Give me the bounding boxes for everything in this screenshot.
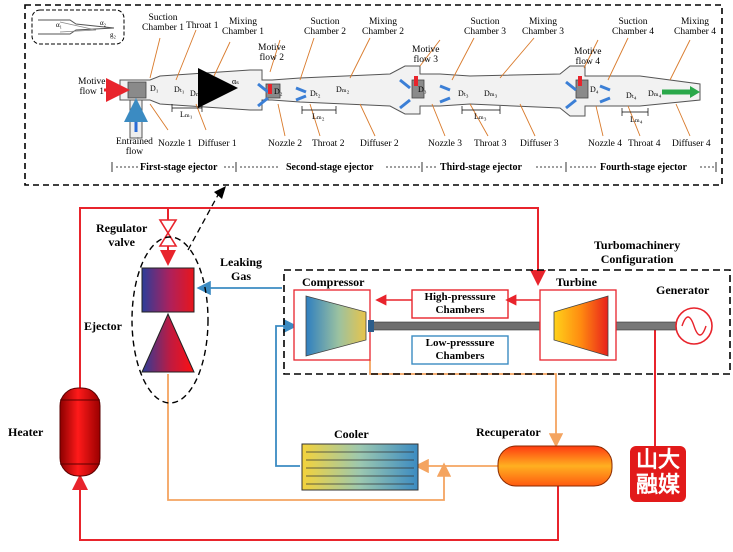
- label-suction-chamber-4: Suction Chamber 4: [612, 17, 654, 37]
- dim-alpha-1: α₁: [56, 21, 63, 29]
- label-motive-flow-3: Motive flow 3: [412, 45, 440, 65]
- inset-frame: [31, 9, 125, 45]
- stage-first: First-stage ejector: [140, 162, 218, 173]
- label-high-pressure-chambers: High-presssure Chambers: [424, 291, 496, 317]
- dim-lm1: Lₘ₁: [180, 110, 193, 119]
- dim-d2: D₂: [274, 87, 283, 96]
- dim-d4: D₄: [590, 85, 599, 94]
- dim-dm1: Dₘ₁: [190, 89, 204, 98]
- label-suction-chamber-3: Suction Chamber 3: [464, 17, 506, 37]
- dim-dm2: Dₘ₂: [336, 85, 350, 94]
- label-mixing-chamber-4: Mixing Chamber 4: [674, 17, 716, 37]
- stage-fourth: Fourth-stage ejector: [600, 162, 687, 173]
- dim-lm2: Lₘ₂: [312, 112, 325, 121]
- label-entrained-flow: Entrained flow: [116, 137, 153, 157]
- label-turbine: Turbine: [556, 275, 597, 289]
- label-generator: Generator: [656, 283, 710, 297]
- ejector-detail-frame: [24, 4, 723, 186]
- dim-dt2: Dₜ₂: [310, 89, 321, 98]
- stage-second: Second-stage ejector: [286, 162, 374, 173]
- dim-lm4: Lₘ₄: [630, 115, 643, 124]
- label-motive-flow-2: Motive flow 2: [258, 43, 286, 63]
- label-recuperator: Recuperator: [476, 425, 541, 439]
- label-mixing-chamber-2: Mixing Chamber 2: [362, 17, 404, 37]
- label-nozzle-3: Nozzle 3: [428, 139, 463, 149]
- label-motive-flow-4: Motive flow 4: [574, 47, 602, 67]
- label-compressor: Compressor: [302, 275, 365, 289]
- label-suction-chamber-1: Suction Chamber 1: [142, 13, 184, 33]
- dim-dt4: Dₜ₄: [626, 91, 637, 100]
- label-mixing-chamber-1: Mixing Chamber 1: [222, 17, 264, 37]
- label-suction-chamber-2: Suction Chamber 2: [304, 17, 346, 37]
- label-motive-flow-1: Motive flow 1: [78, 77, 106, 97]
- dim-alpha: αₛ: [232, 77, 239, 86]
- stage-third: Third-stage ejector: [440, 162, 522, 173]
- regulator-valve-symbol: [158, 219, 178, 247]
- label-heater: Heater: [8, 425, 44, 439]
- dim-dt1: Dₜ₁: [174, 85, 185, 94]
- dim-d1: D₁: [150, 84, 159, 93]
- label-ejector: Ejector: [84, 319, 122, 333]
- dim-dt3: Dₜ₃: [458, 89, 469, 98]
- label-cooler: Cooler: [334, 427, 369, 441]
- label-nozzle-4: Nozzle 4: [588, 139, 623, 149]
- label-throat-2: Throat 2: [312, 139, 345, 149]
- dim-dm4: Dₘ₄: [648, 89, 662, 98]
- label-low-pressure-chambers: Low-presssure Chambers: [425, 337, 495, 363]
- label-diffuser-2: Diffuser 2: [360, 139, 399, 149]
- label-nozzle-1: Nozzle 1: [158, 139, 193, 149]
- label-throat-4: Throat 4: [628, 139, 661, 149]
- dim-alpha-2: α₂: [100, 19, 107, 27]
- ejector-pipe: [119, 65, 701, 117]
- dim-lm3: Lₘ₃: [474, 112, 487, 121]
- dim-g2: g₂: [110, 31, 116, 39]
- label-turbomachinery-configuration: Turbomachinery Configuration: [594, 238, 681, 267]
- label-leaking-gas: Leaking Gas: [220, 255, 263, 283]
- label-diffuser-1: Diffuser 1: [198, 139, 237, 149]
- label-mixing-chamber-3: Mixing Chamber 3: [522, 17, 564, 37]
- dim-dm3: Dₘ₃: [484, 89, 498, 98]
- label-diffuser-4: Diffuser 4: [672, 139, 711, 149]
- watermark-logo: 山大 融媒: [635, 448, 680, 499]
- label-throat-1: Throat 1: [186, 21, 219, 31]
- label-nozzle-2: Nozzle 2: [268, 139, 303, 149]
- label-diffuser-3: Diffuser 3: [520, 139, 559, 149]
- dim-d3: D₃: [418, 85, 427, 94]
- label-throat-3: Throat 3: [474, 139, 507, 149]
- label-regulator-valve: Regulator valve: [96, 221, 148, 249]
